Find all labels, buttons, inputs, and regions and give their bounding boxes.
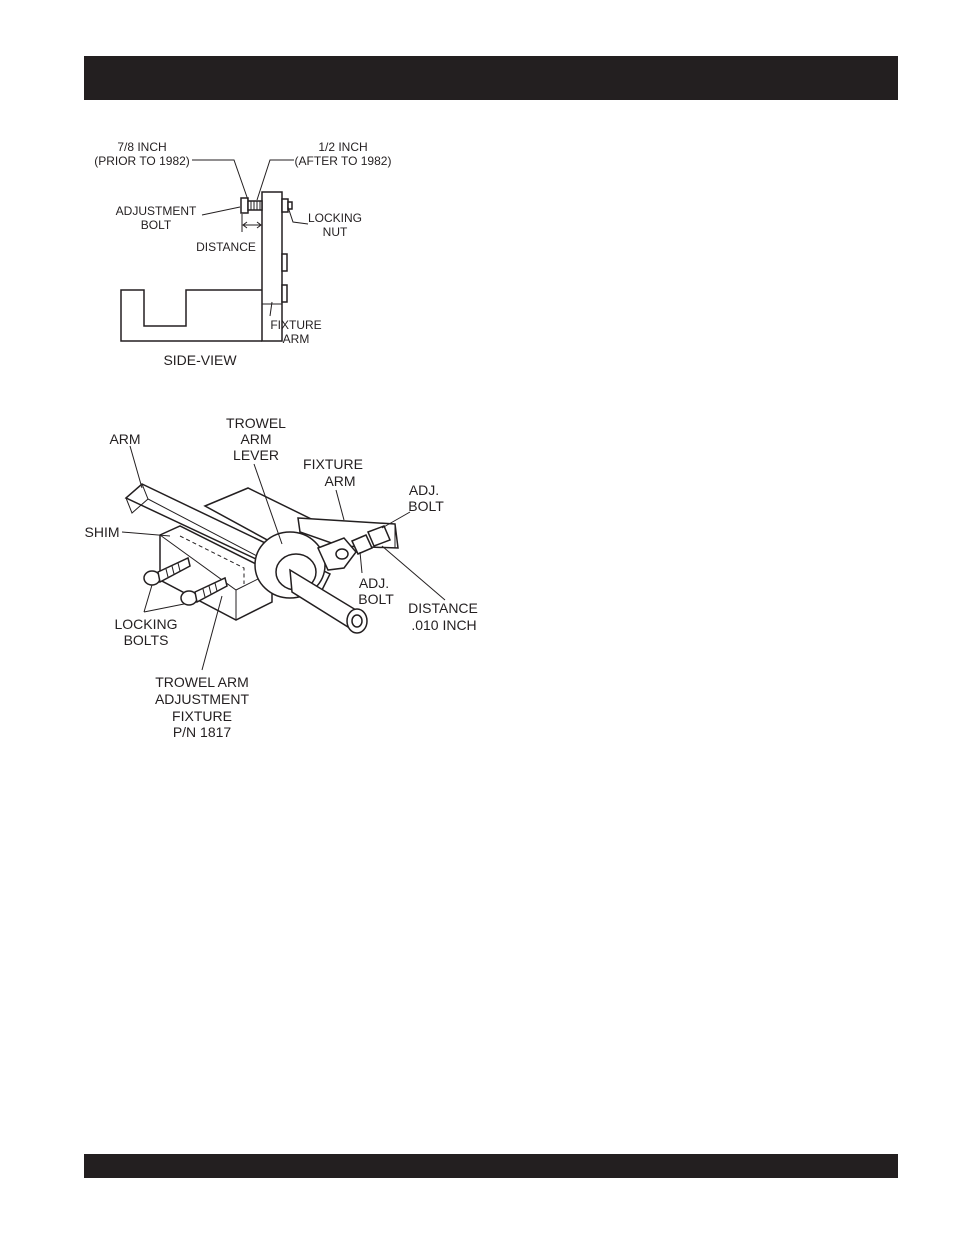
leader-adjustment-bolt: [202, 207, 240, 215]
label-locking: LOCKING: [114, 616, 177, 632]
label-bolt-top: BOLT: [408, 498, 444, 514]
label-7-8-inch: 7/8 INCH: [117, 140, 166, 154]
label-fixture: FIXTURE: [303, 456, 363, 472]
label-shim: SHIM: [85, 524, 120, 540]
leader-adj-bolt-mid: [360, 552, 362, 573]
leader-7-8-inch: [192, 160, 248, 200]
label-010-inch: .010 INCH: [411, 617, 476, 633]
leader-arm: [130, 446, 142, 488]
label-locking: LOCKING: [308, 211, 362, 225]
label-bolts: BOLTS: [124, 632, 169, 648]
label-trowel: TROWEL: [226, 415, 286, 431]
label-adj-top: ADJ.: [409, 482, 439, 498]
bolt-end-2: [282, 285, 287, 302]
side-view-drawing: 7/8 INCH (PRIOR TO 1982) 1/2 INCH (AFTER…: [94, 140, 391, 368]
fixture-base-outline: [121, 290, 262, 341]
label-fixture-arm: ARM: [324, 473, 355, 489]
label-part-number: P/N 1817: [173, 724, 232, 740]
leader-fixture-arm: [336, 490, 344, 520]
label-adjustment: ADJUSTMENT: [155, 691, 250, 707]
label-fixture-2: FIXTURE: [172, 708, 232, 724]
label-prior-to-1982: (PRIOR TO 1982): [94, 154, 190, 168]
label-after-to-1982: (AFTER TO 1982): [295, 154, 392, 168]
label-distance: DISTANCE: [196, 240, 256, 254]
label-lever: LEVER: [233, 447, 279, 463]
label-bolt: BOLT: [141, 218, 172, 232]
leader-adj-bolt-top: [382, 512, 410, 528]
label-fixture: FIXTURE: [270, 318, 321, 332]
adjustment-bolt-head: [241, 198, 248, 213]
label-trowel-arm-fixture: TROWEL ARM: [155, 674, 249, 690]
label-distance: DISTANCE: [408, 600, 478, 616]
bolt-end-1: [282, 254, 287, 271]
label-adjustment: ADJUSTMENT: [116, 204, 197, 218]
side-view-caption: SIDE-VIEW: [163, 352, 237, 368]
label-1-2-inch: 1/2 INCH: [318, 140, 367, 154]
label-bolt-mid: BOLT: [358, 591, 394, 607]
label-nut: NUT: [323, 225, 348, 239]
label-arm: ARM: [109, 431, 140, 447]
label-adj-mid: ADJ.: [359, 575, 389, 591]
label-arm: ARM: [283, 332, 310, 346]
label-trowel-arm: ARM: [240, 431, 271, 447]
locking-nut: [282, 199, 288, 212]
isometric-view-drawing: ARM TROWEL ARM LEVER FIXTURE ARM ADJ. BO…: [85, 415, 478, 740]
